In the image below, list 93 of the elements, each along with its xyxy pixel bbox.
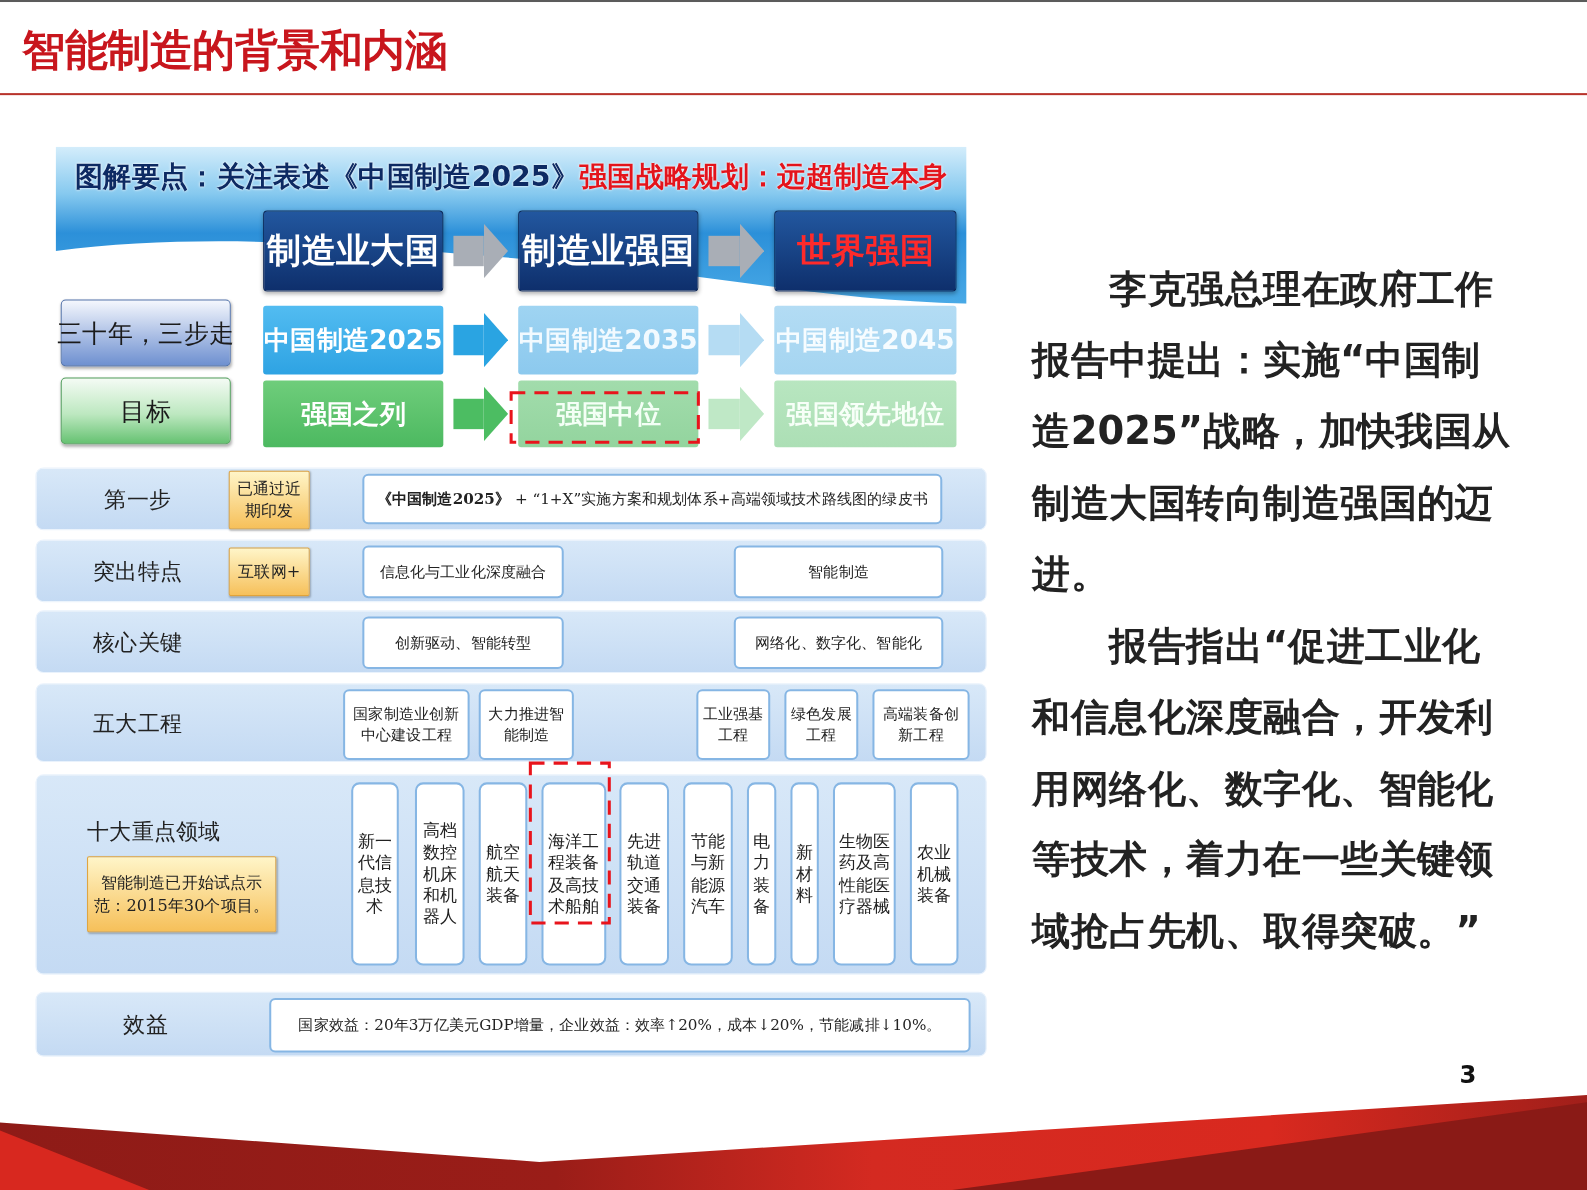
band-row <box>35 467 987 531</box>
sector-box <box>909 782 959 966</box>
content-box <box>784 689 859 761</box>
sector-box <box>541 782 607 966</box>
row-label: 核心关键 <box>93 628 183 657</box>
plan-box <box>518 305 699 375</box>
band-row <box>35 610 987 674</box>
note-tag <box>228 470 310 530</box>
content-box <box>269 997 971 1053</box>
row-label: 十大重点领域 <box>87 817 221 847</box>
content-box <box>362 545 564 599</box>
sector-box <box>414 782 465 966</box>
sector-box <box>351 782 399 966</box>
slide-title: 智能制造的背景和内涵 <box>22 24 448 77</box>
content-text: 绿色发展工程 <box>789 703 853 746</box>
goal-label: 强国领先地位 <box>786 397 945 431</box>
arrow <box>453 312 509 368</box>
row-label: 突出特点 <box>93 557 183 586</box>
arrow <box>708 386 765 442</box>
sector-box <box>746 782 777 966</box>
sector-text: 农业机械装备 <box>917 841 952 907</box>
content-text: 国家效益：20年3万亿美元GDP增量，企业效益：效率↑20%，成本↓20%，节能减排↓10%。 <box>297 1014 943 1036</box>
page-number: 3 <box>1459 1060 1477 1090</box>
note-tag <box>228 547 310 597</box>
content-box <box>733 545 944 599</box>
content-box <box>343 689 470 761</box>
content-text: 信息化与工业化深度融合 <box>378 561 548 583</box>
sector-text: 海洋工程装备及高技术船舶 <box>548 830 600 917</box>
arrow <box>708 312 765 368</box>
sector-text: 新材料 <box>796 841 814 907</box>
row-label: 第一步 <box>104 485 172 515</box>
plan-box <box>774 305 957 375</box>
plan-label: 中国制造2025 <box>263 323 443 357</box>
row-label: 五大工程 <box>93 709 183 738</box>
stage-title: 制造业大国 <box>267 228 440 273</box>
sector-text: 节能与新能源汽车 <box>690 830 726 917</box>
plan-label: 中国制造2045 <box>776 323 955 357</box>
stage-title: 世界强国 <box>796 228 935 273</box>
band-row <box>35 539 987 603</box>
goal-box <box>518 380 699 448</box>
sector-text: 新一代信息技术 <box>357 830 393 917</box>
sector-box <box>619 782 669 966</box>
quote-paragraph: 报告指出“促进工业化和信息化深度融合，开发利用网络化、数字化、智能化等技术，着力在一些关键领域抢占先机、取得突破。” <box>1032 621 1495 955</box>
note-text: 已通过近期印发 <box>235 477 303 523</box>
sector-box <box>832 782 896 966</box>
row-label: 效益 <box>123 1011 168 1040</box>
content-box <box>362 473 943 525</box>
sector-text: 航空航天装备 <box>485 841 521 907</box>
plan-box <box>263 305 444 375</box>
stage-box <box>774 210 957 292</box>
stage-title: 制造业强国 <box>522 228 695 273</box>
content-text: 智能制造 <box>807 561 870 583</box>
content-text: 大力推进智能制造 <box>487 703 566 746</box>
sector-box <box>790 782 819 966</box>
row-header-label: 目标 <box>120 395 172 428</box>
note-text: 互联网+ <box>237 560 302 583</box>
sector-box <box>683 782 733 966</box>
content-text: 国家制造业创新中心建设工程 <box>352 703 461 746</box>
goal-box <box>774 380 957 448</box>
content-text: 高端装备创新工程 <box>882 703 960 746</box>
content-box <box>872 689 970 761</box>
content-box <box>733 616 944 669</box>
banner-heading: 图解要点：关注表述《中国制造2025》 <box>74 158 579 196</box>
goal-label: 强国之列 <box>300 397 406 431</box>
content-text: 创新驱动、智能转型 <box>393 632 533 654</box>
sector-box <box>478 782 528 966</box>
goal-box <box>263 380 444 448</box>
sector-text: 生物医药及高性能医疗器械 <box>838 830 891 917</box>
content-text: 网络化、数字化、智能化 <box>754 632 924 654</box>
arrow <box>453 386 509 442</box>
sector-text: 先进轨道交通装备 <box>627 830 662 917</box>
content-text: 工业强基工程 <box>701 703 765 746</box>
arrow <box>708 223 765 279</box>
stage-box <box>263 210 444 292</box>
band-row <box>35 991 987 1057</box>
plan-label: 中国制造2035 <box>519 323 698 357</box>
note-text: 智能制造已开始试点示范：2015年30个项目。 <box>93 871 271 917</box>
band-row <box>35 683 987 763</box>
band-row <box>35 774 987 975</box>
arrow <box>453 223 509 279</box>
quote-paragraph: 李克强总理在政府工作报告中提出：实施“中国制造2025”战略，加快我国从制造大国转向制造强国的迈进。 <box>1032 265 1512 599</box>
row-header-label: 三十年，三步走 <box>57 317 235 350</box>
sector-text: 电力装备 <box>753 830 771 917</box>
banner-heading: 强国战略规划：远超制造本身 <box>578 158 948 196</box>
sector-text: 高档数控机床和机器人 <box>422 820 457 928</box>
note-tag <box>87 856 277 933</box>
row-header-box <box>60 377 231 445</box>
content-box <box>478 689 574 761</box>
stage-box <box>518 210 699 292</box>
content-box <box>696 689 771 761</box>
content-text: 《中国制造2025》 + “1+X”实施方案和规划体系+高端领域技术路线图的绿皮书 <box>375 488 929 510</box>
goal-label: 强国中位 <box>555 397 661 431</box>
content-box <box>362 616 564 669</box>
